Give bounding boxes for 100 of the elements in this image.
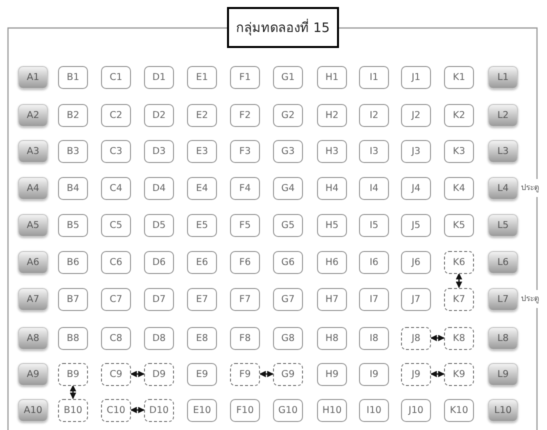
door-label: ประตู [521, 293, 539, 305]
seat-box: J6 [401, 250, 431, 274]
seat-box: J2 [401, 104, 431, 126]
seat-box: E6 [187, 250, 217, 274]
moved-seat: D10 [144, 398, 174, 422]
end-seat: A3 [18, 140, 48, 162]
end-seat: A4 [18, 176, 48, 200]
seat-box: J1 [401, 66, 431, 88]
moved-seat: K7 [444, 288, 474, 310]
seat-box: F1 [230, 66, 260, 88]
end-seat: L2 [488, 104, 518, 126]
double-arrow [456, 272, 462, 288]
seat-box: G10 [273, 398, 303, 422]
seat-box: F3 [230, 140, 260, 162]
double-arrow [130, 370, 145, 378]
seat-box: D7 [144, 288, 174, 310]
seat-box: G2 [273, 104, 303, 126]
seat-box: F5 [230, 214, 260, 236]
seat-box: J5 [401, 214, 431, 236]
moved-seat: C10 [101, 398, 131, 422]
seat-box: H2 [317, 104, 347, 126]
moved-seat: B9 [58, 362, 88, 386]
end-seat: A7 [18, 288, 48, 310]
seat-box: D1 [144, 66, 174, 88]
seat-box: K10 [444, 398, 474, 422]
seat-box: B6 [58, 250, 88, 274]
double-arrow [430, 334, 445, 342]
seat-box: E9 [187, 362, 217, 386]
seat-box: C7 [101, 288, 131, 310]
seat-box: B1 [58, 66, 88, 88]
seat-box: I9 [359, 362, 389, 386]
seat-box: D3 [144, 140, 174, 162]
end-seat: L6 [488, 250, 518, 274]
seat-box: H1 [317, 66, 347, 88]
moved-seat: F9 [230, 362, 260, 386]
double-arrow [430, 370, 445, 378]
seat-box: E5 [187, 214, 217, 236]
seat-box: I6 [359, 250, 389, 274]
seat-box: J10 [401, 398, 431, 422]
seat-box: C2 [101, 104, 131, 126]
seat-box: B7 [58, 288, 88, 310]
seat-box: E4 [187, 176, 217, 200]
seat-box: I2 [359, 104, 389, 126]
seat-box: I10 [359, 398, 389, 422]
end-seat: A2 [18, 104, 48, 126]
seat-box: C8 [101, 326, 131, 350]
double-arrow [259, 370, 274, 378]
seat-box: D2 [144, 104, 174, 126]
seat-box: D6 [144, 250, 174, 274]
seat-box: H7 [317, 288, 347, 310]
seat-box: G3 [273, 140, 303, 162]
seat-box: F7 [230, 288, 260, 310]
seat-box: H9 [317, 362, 347, 386]
seat-box: B3 [58, 140, 88, 162]
seat-box: K3 [444, 140, 474, 162]
end-seat: L1 [488, 66, 518, 88]
seat-box: C1 [101, 66, 131, 88]
seat-box: F6 [230, 250, 260, 274]
title: กลุ่มทดลองที่ 15 [227, 7, 339, 48]
moved-seat: K8 [444, 326, 474, 350]
seat-box: K1 [444, 66, 474, 88]
seat-box: J7 [401, 288, 431, 310]
seat-box: C4 [101, 176, 131, 200]
double-arrow [70, 384, 76, 400]
moved-seat: D9 [144, 362, 174, 386]
seat-box: D4 [144, 176, 174, 200]
moved-seat: C9 [101, 362, 131, 386]
moved-seat: K9 [444, 362, 474, 386]
moved-seat: G9 [273, 362, 303, 386]
end-seat: L5 [488, 214, 518, 236]
end-seat: L3 [488, 140, 518, 162]
end-seat: L10 [488, 398, 518, 422]
end-seat: L9 [488, 362, 518, 386]
seat-box: B8 [58, 326, 88, 350]
seat-box: F4 [230, 176, 260, 200]
seat-box: E2 [187, 104, 217, 126]
seat-box: G6 [273, 250, 303, 274]
seat-box: E3 [187, 140, 217, 162]
moved-seat: J8 [401, 326, 431, 350]
seat-box: H10 [317, 398, 347, 422]
seat-box: H3 [317, 140, 347, 162]
seat-box: G5 [273, 214, 303, 236]
seat-box: J4 [401, 176, 431, 200]
end-seat: L4 [488, 176, 518, 200]
seat-box: E1 [187, 66, 217, 88]
end-seat: A5 [18, 214, 48, 236]
double-arrow [130, 406, 145, 414]
seat-box: B4 [58, 176, 88, 200]
seat-box: C5 [101, 214, 131, 236]
end-seat: L8 [488, 326, 518, 350]
end-seat: L7 [488, 288, 518, 310]
seat-box: E10 [187, 398, 217, 422]
seat-box: I7 [359, 288, 389, 310]
seat-box: D5 [144, 214, 174, 236]
seat-box: J3 [401, 140, 431, 162]
end-seat: A6 [18, 250, 48, 274]
seat-box: F2 [230, 104, 260, 126]
end-seat: A8 [18, 326, 48, 350]
seat-box: I5 [359, 214, 389, 236]
seat-box: G1 [273, 66, 303, 88]
